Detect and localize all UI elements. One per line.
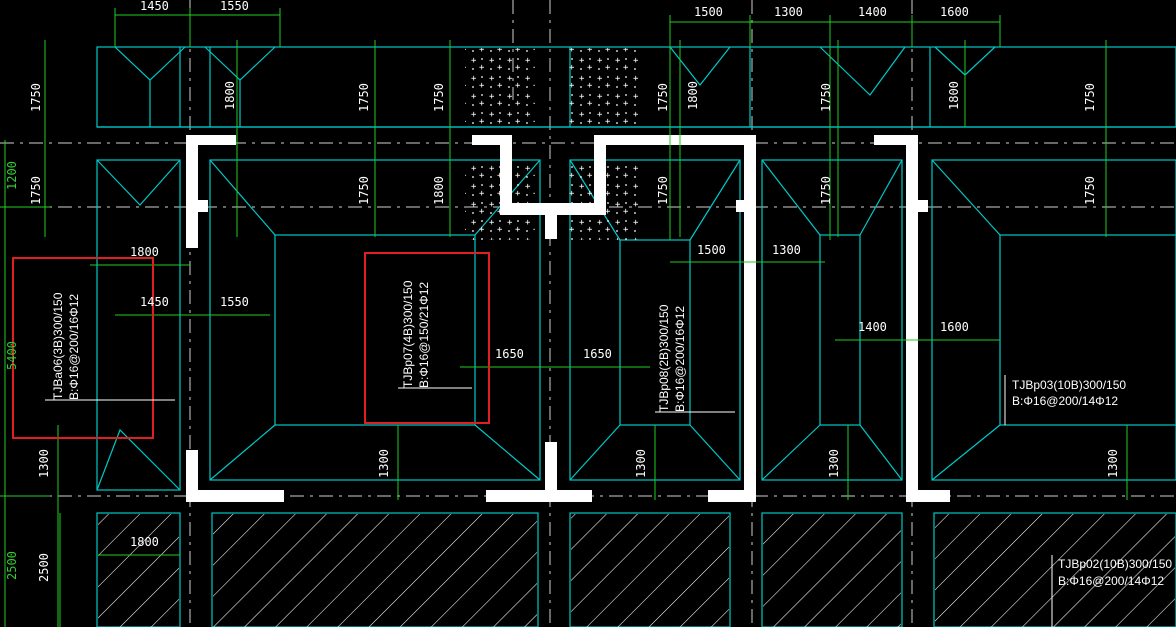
tag-tjb08-line2: B:Φ16@200/16Φ12 [673,306,687,412]
dim-left-1450: 1450 [140,295,169,309]
dim-mid-1650-a: 1650 [495,347,524,361]
dim-v2500: 2500 [37,553,51,582]
dim-v1750-c: 1750 [432,83,446,112]
dim-mid-1650-b: 1650 [583,347,612,361]
dim-v1750-d: 1750 [656,83,670,112]
dim-left-1550: 1550 [220,295,249,309]
dim-v1800-d: 1800 [432,176,446,205]
tag-tjb03-line1: TJBp03(10B)300/150 [1012,378,1126,392]
dim-right-1400: 1400 [858,320,887,334]
dim-v1750-b: 1750 [357,83,371,112]
dim-v1300-a: 1300 [37,449,51,478]
dim-v1300-c: 1300 [634,449,648,478]
dim-right-1600: 1600 [940,320,969,334]
tag-tjb03-line2: B:Φ16@200/14Φ12 [1012,394,1118,408]
dim-v1800-c: 1800 [947,81,961,110]
tag-tjb02[interactable]: TJBp02(10B)300/150 B:Φ16@200/14Φ12 [1058,557,1172,588]
dim-v1750-g: 1750 [29,176,43,205]
dim-top-left-2: 1550 [220,0,249,13]
dim-v1800-a: 1800 [223,81,237,110]
tag-tjb07[interactable]: TJBp07(4B)300/150 B:Φ16@150/21Φ12 [401,280,431,388]
dim-v1750-e: 1750 [819,83,833,112]
tag-tjb06[interactable]: TJBa06(3B)300/150 B:Φ16@200/16Φ12 [51,292,81,400]
selection-box-tjb07[interactable] [364,252,490,424]
dim-v1300-b: 1300 [377,449,391,478]
dim-v1750-h: 1750 [357,176,371,205]
tag-tjb02-line1: TJBp02(10B)300/150 [1058,557,1172,571]
dim-v1750-j: 1750 [819,176,833,205]
axis-dim-1200: 1200 [5,161,19,190]
tag-tjb08-line1: TJBp08(2B)300/150 [657,304,671,412]
axis-dim-2500: 2500 [5,551,19,580]
dim-top-right-4: 1600 [940,5,969,19]
dim-top-right-1: 1500 [694,5,723,19]
dim-v1800-b: 1800 [686,81,700,110]
tag-tjb07-line1: TJBp07(4B)300/150 [401,280,415,388]
tag-tjb06-line2: B:Φ16@200/16Φ12 [67,294,81,400]
dim-right-1300: 1300 [772,243,801,257]
dim-top-right-2: 1300 [774,5,803,19]
dim-v1300-d: 1300 [827,449,841,478]
dim-v1750-f: 1750 [1083,83,1097,112]
shear-walls [186,135,950,502]
dimension-lines [0,8,1128,627]
selection-box-tjb06[interactable] [12,257,154,439]
dim-left-1800: 1800 [130,245,159,259]
tag-tjb03[interactable]: TJBp03(10B)300/150 B:Φ16@200/14Φ12 [1012,378,1126,408]
dim-v1750-a: 1750 [29,83,43,112]
hatched-areas [98,514,1175,627]
dim-right-1500: 1500 [697,243,726,257]
axis-dim-5400: 5400 [5,341,19,370]
dim-v1750-i: 1750 [656,176,670,205]
tag-tjb08[interactable]: TJBp08(2B)300/150 B:Φ16@200/16Φ12 [657,304,687,412]
tag-tjb06-line1: TJBa06(3B)300/150 [51,292,65,400]
dim-top-right-3: 1400 [858,5,887,19]
dim-v1750-k: 1750 [1083,176,1097,205]
dim-v1300-e: 1300 [1106,449,1120,478]
tag-tjb07-line2: B:Φ16@150/21Φ12 [417,282,431,388]
dim-bottom-1800: 1800 [130,535,159,549]
tag-tjb02-line2: B:Φ16@200/14Φ12 [1058,574,1164,588]
dim-top-left-1: 1450 [140,0,169,13]
